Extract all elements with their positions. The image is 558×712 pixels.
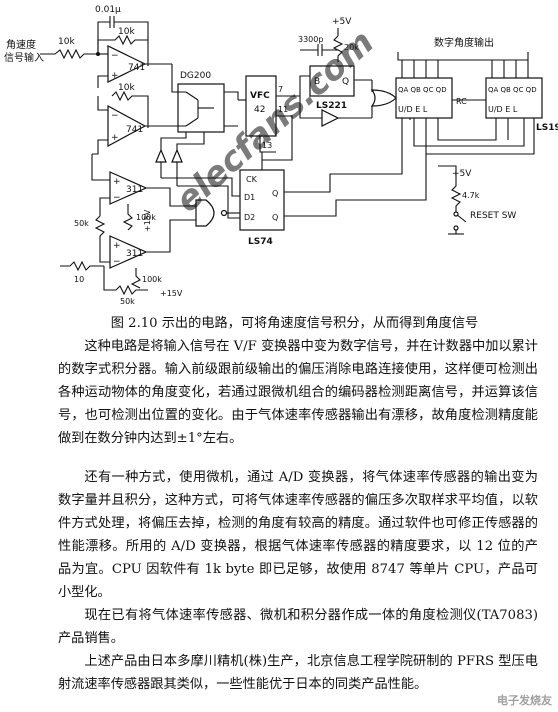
r-fb2-label: 10k <box>118 83 135 93</box>
r-100k-b-label: 100k <box>142 275 162 284</box>
svg-text:+: + <box>111 71 119 81</box>
svg-text:+: + <box>113 177 121 187</box>
body-text: 图 2.10 示出的电路，可将角速度信号积分，从而得到角度信号 这种电路是将输入… <box>58 312 538 696</box>
reset-label: RESET SW <box>470 211 516 221</box>
vfc-42 <box>245 75 277 137</box>
vfc-name-label: VFC <box>250 91 270 101</box>
pin13-label: 13 <box>262 141 272 150</box>
paragraph-4: 上述产品由日本多摩川精机(株)生产，北京信息工程学院研制的 PFRS 型压电射流… <box>58 654 538 692</box>
ff-ck-label: CK <box>246 175 258 184</box>
c-mono-label: 3300p <box>298 35 323 44</box>
svg-text:−: − <box>113 193 121 203</box>
opamp-1 <box>107 45 147 83</box>
c-top-label: 0.01μ <box>95 5 121 15</box>
ff-d2-label: D2 <box>244 213 255 222</box>
pin11-label: 11 <box>278 105 288 114</box>
mono-ls221 <box>309 65 355 97</box>
counter-ic-label: LS19 <box>536 123 558 133</box>
vcc-sw-label: +5V <box>452 169 472 179</box>
cmp2-label: 311 <box>126 249 143 259</box>
opamp-2-label: 741 <box>126 125 143 135</box>
cnt2-pins-label: QA QB QC QD <box>488 86 537 94</box>
ff-ic-label: LS74 <box>248 237 273 247</box>
buffer-gate <box>321 109 340 127</box>
paragraph-3: 现在已有将气体速率传感器、微机和积分器作成一体的角度检测仪(TA7083)产品销… <box>58 608 538 646</box>
v-pos1-label: +15V <box>143 209 152 232</box>
mono-q-label: Q <box>342 77 349 87</box>
r-pullup-label: 4.7k <box>462 191 480 200</box>
paragraph-2: 还有一种方式，使用微机，通过 A/D 变换器，将气体速率传感器的输出变为数字量并… <box>58 470 538 600</box>
cnt1-ctrl-label: U/D E L <box>398 105 428 114</box>
input-label-line2: 信号输入 <box>4 51 44 64</box>
cnt1-rc-label: RC <box>456 97 467 106</box>
input-label-line1: 角速度 <box>6 38 36 51</box>
r-50k-a-label: 50k <box>74 219 89 228</box>
cnt2-ctrl-label: U/D E L <box>488 105 518 114</box>
paragraph-1: 这种电路是将输入信号在 V/F 变换器中变为数字信号，并在计数器中加以累计的数字… <box>58 339 538 446</box>
opamp-1-label: 741 <box>128 63 145 73</box>
mono-b-label: B <box>314 77 320 87</box>
pin7-label: 7 <box>278 85 283 94</box>
counter-2 <box>485 77 543 119</box>
r-fb1-label: 10k <box>118 27 135 37</box>
digital-output-label: 数字角度输出 <box>434 36 494 49</box>
counter-1 <box>395 77 453 119</box>
inverter-a <box>155 148 167 163</box>
cnt1-pins-label: QA QB QC QD <box>398 86 447 94</box>
ff-q2-label: Q <box>272 213 278 222</box>
svg-text:−: − <box>113 257 121 267</box>
vcc-top-label: +5V <box>332 17 352 27</box>
svg-text:+: + <box>113 241 121 251</box>
ff-d1-label: D1 <box>244 193 255 202</box>
svg-text:+: + <box>111 133 119 143</box>
svg-text:−: − <box>111 51 119 61</box>
opamp-2 <box>107 104 147 148</box>
figure-caption: 图 2.10 示出的电路，可将角速度信号积分，从而得到角度信号 <box>110 316 479 331</box>
r-50k-b-label: 50k <box>120 297 135 306</box>
comparator-2 <box>109 235 148 269</box>
cmp1-label: 311 <box>126 185 143 195</box>
nand-gate <box>195 199 215 227</box>
input-stage <box>40 16 149 66</box>
r-10-label: 10 <box>74 275 84 284</box>
mono-ic-label: LS221 <box>316 101 347 111</box>
ff-q1-label: Q <box>272 189 278 198</box>
vfc-num-label: 42 <box>254 105 265 115</box>
ff-ls74 <box>239 169 285 231</box>
v-pos2-label: +15V <box>160 289 183 298</box>
corner-logo: 电子发烧友 <box>497 694 552 707</box>
r-mono-label: 20k <box>344 43 359 52</box>
svg-text:−: − <box>111 111 119 121</box>
comparator-1 <box>109 171 148 205</box>
or-gate <box>370 89 397 107</box>
circuit-schematic: 角速度 信号输入 10k 0.01μ 10k − + 741 10k − + 7… <box>4 5 558 306</box>
inverter-b <box>171 148 183 163</box>
r-input-label: 10k <box>58 37 75 47</box>
r-100k-a-label: 100k <box>136 213 156 222</box>
switch-ic-label: DG200 <box>180 71 211 81</box>
